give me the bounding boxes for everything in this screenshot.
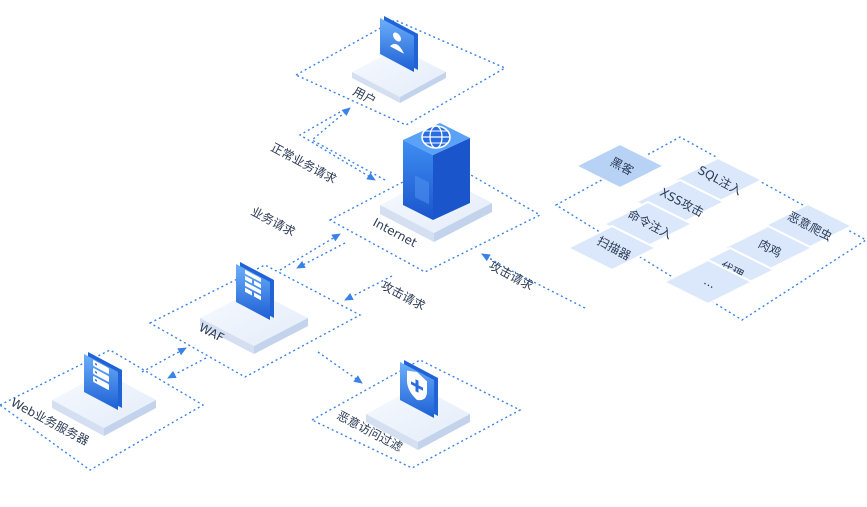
web-server-node: Web业务服务器: [9, 352, 156, 448]
flow-attack-to-waf: [344, 275, 393, 301]
flow-attack-from-threats: [481, 253, 586, 309]
internet-node: Internet: [371, 123, 492, 250]
threat-tile: [661, 258, 755, 306]
server-icon: [93, 360, 109, 390]
flow-waf-filter: [317, 351, 363, 384]
flow-normal-request: [298, 107, 386, 181]
zone-user: [294, 19, 507, 126]
zone-web-server: [0, 349, 205, 471]
zone-malicious-filter: [310, 359, 522, 469]
business-request-label: 业务请求: [249, 203, 298, 239]
threat-title-tile: [573, 142, 667, 190]
flow-business-request: [279, 233, 346, 271]
user-icon: [390, 32, 404, 54]
attack-request-left-label: 攻击请求: [379, 278, 428, 313]
malicious-filter-node: 恶意访问过滤: [335, 360, 470, 454]
user-node: 用户: [351, 16, 446, 108]
normal-request-label: 正常业务请求: [269, 139, 340, 186]
threat-tile: [565, 224, 659, 272]
flow-waf-web: [141, 347, 207, 379]
zone-waf: [148, 264, 362, 378]
waf-node: WAF: [197, 262, 308, 354]
globe-icon: [421, 125, 451, 149]
firewall-icon: [245, 269, 261, 301]
attack-request-right-label: 攻击请求: [487, 258, 536, 293]
shield-icon: [407, 370, 427, 401]
